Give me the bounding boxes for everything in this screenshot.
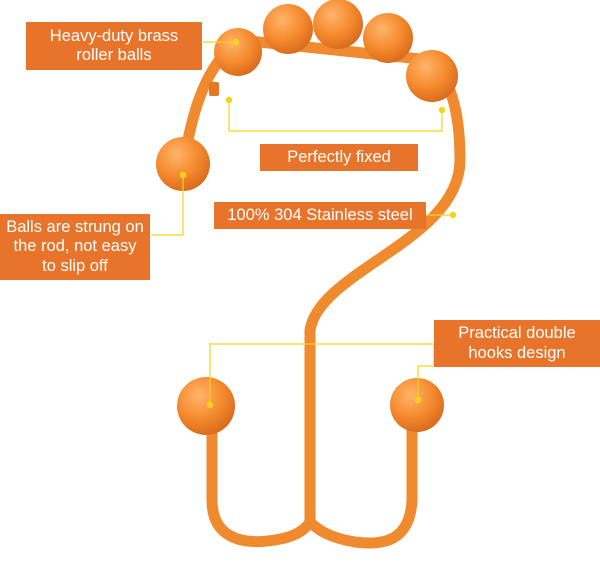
left-hook-ball: [177, 377, 235, 435]
rod-collar: [209, 82, 219, 96]
callout-double-hooks-line1: Practical double: [458, 324, 576, 343]
right-hook-ball: [390, 378, 444, 432]
callout-balls-strung: Balls are strung on the rod, not easy to…: [0, 214, 150, 280]
callout-balls-strung-line2: the rod, not easy: [13, 237, 137, 256]
anchor-dot: [225, 96, 233, 104]
callout-perfectly-fixed: Perfectly fixed: [260, 144, 418, 171]
anchor-dot: [179, 171, 187, 179]
callout-double-hooks: Practical double hooks design: [434, 320, 600, 367]
roller-ball: [263, 4, 313, 54]
roller-balls: [214, 0, 458, 102]
callout-balls-strung-line1: Balls are strung on: [6, 217, 144, 236]
double-hook-rod: [206, 414, 418, 549]
anchor-dot: [232, 38, 240, 46]
callout-roller-balls: Heavy-duty brass roller balls: [26, 22, 202, 70]
leader-strung: [151, 175, 184, 236]
callout-perfectly-fixed-text: Perfectly fixed: [287, 147, 391, 166]
callout-stainless-steel: 100% 304 Stainless steel: [214, 202, 426, 229]
anchor-dots: [179, 38, 457, 409]
callout-roller-balls-line1: Heavy-duty brass: [49, 26, 179, 45]
callout-double-hooks-line2: hooks design: [468, 343, 566, 362]
hook-rod: [180, 34, 466, 526]
roller-ball: [313, 0, 363, 49]
rod-end-ball: [156, 137, 210, 191]
anchor-dot: [438, 106, 446, 114]
roller-ball: [363, 13, 413, 63]
callout-balls-strung-line3: to slip off: [42, 256, 108, 275]
anchor-dot: [414, 396, 422, 404]
leader-fixed: [228, 100, 443, 132]
callout-roller-balls-line2: roller balls: [76, 46, 152, 64]
callout-stainless-steel-text: 100% 304 Stainless steel: [227, 205, 413, 224]
anchor-dot: [206, 401, 214, 409]
roller-ball: [214, 28, 262, 76]
roller-ball: [406, 50, 458, 102]
anchor-dot: [449, 211, 457, 219]
